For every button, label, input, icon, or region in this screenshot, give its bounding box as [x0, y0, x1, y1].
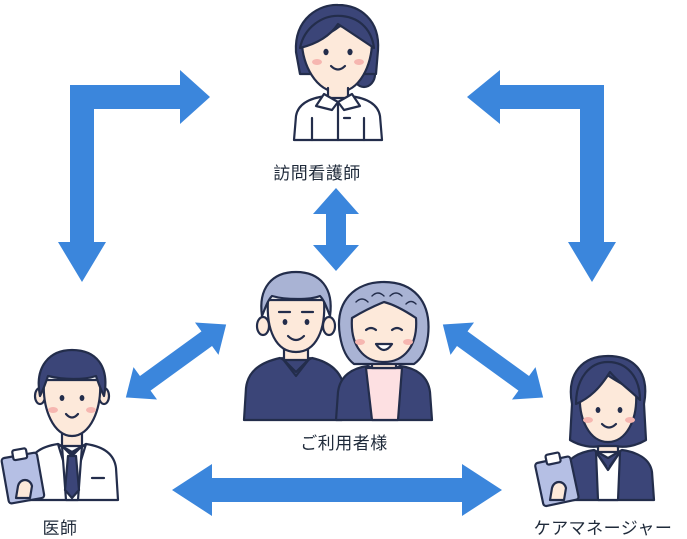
care-manager-person-icon — [534, 354, 656, 508]
doctor-person-icon — [0, 348, 120, 505]
arrow-nurse-patient — [313, 188, 359, 271]
arrow-patient-doctor — [125, 322, 227, 400]
arrow-doctor-nurse — [58, 70, 210, 282]
arrow-patient-caremanager — [442, 322, 544, 400]
arrow-nurse-caremanager — [467, 70, 616, 282]
nurse-person-icon — [292, 3, 384, 142]
patient-label: ご利用者様 — [300, 434, 388, 454]
elderly-woman-icon — [334, 280, 434, 422]
care-manager-label: ケアマネージャー — [533, 519, 673, 539]
elderly-man-icon — [242, 270, 346, 422]
doctor-label: 医師 — [42, 519, 78, 539]
arrow-doctor-caremanager — [172, 464, 502, 516]
nurse-label: 訪問看護師 — [273, 164, 361, 184]
